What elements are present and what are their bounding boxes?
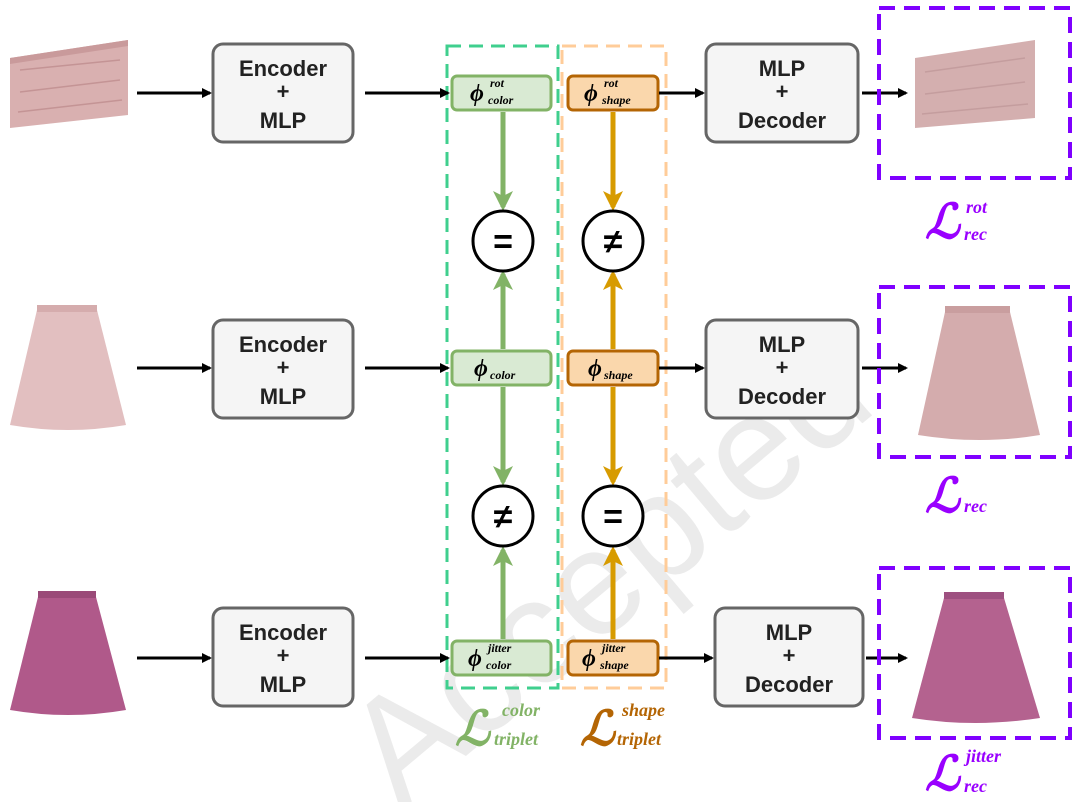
svg-text:ℒ: ℒ: [925, 196, 962, 249]
loss-box-original: [877, 285, 1072, 459]
color-feature-group-border: [445, 44, 560, 690]
svg-text:ℒ: ℒ: [455, 703, 492, 756]
svg-text:+: +: [277, 79, 290, 104]
svg-text:Encoder: Encoder: [239, 332, 327, 357]
svg-text:Encoder: Encoder: [239, 56, 327, 81]
svg-text:+: +: [783, 643, 796, 668]
svg-text:color: color: [502, 700, 541, 720]
svg-text:jitter: jitter: [963, 746, 1002, 766]
comparison-color-top: =: [471, 209, 535, 273]
svg-text:ϕ: ϕ: [468, 646, 482, 672]
comparison-shape-top: ≠: [581, 209, 645, 273]
svg-text:ℒ: ℒ: [580, 703, 617, 756]
loss-box-rot: [877, 6, 1072, 180]
encoder-block: Encoder + MLP: [211, 42, 355, 144]
svg-text:jitter: jitter: [600, 641, 626, 655]
svg-text:shape: shape: [621, 700, 665, 720]
encoder-block: Encoder + MLP: [211, 318, 355, 420]
svg-text:ϕ: ϕ: [582, 646, 596, 672]
svg-text:MLP: MLP: [759, 56, 805, 81]
svg-text:ℒ: ℒ: [925, 748, 962, 801]
svg-text:Decoder: Decoder: [738, 108, 826, 133]
svg-text:color: color: [490, 368, 516, 382]
svg-text:triplet: triplet: [617, 729, 662, 749]
svg-text:+: +: [776, 79, 789, 104]
color-feature-rot: ϕ rot color: [450, 74, 553, 112]
svg-text:rot: rot: [966, 197, 988, 217]
comparison-color-bottom: ≠: [471, 484, 535, 548]
svg-text:≠: ≠: [494, 498, 513, 536]
loss-rec-jitter: ℒ jitter rec: [925, 746, 1002, 801]
svg-text:ϕ: ϕ: [470, 81, 484, 107]
row-rot: Encoder + MLP ϕ rot color ϕ rot shape ML…: [10, 6, 1072, 249]
svg-text:shape: shape: [603, 368, 633, 382]
shape-feature-original: ϕ shape: [566, 349, 660, 387]
color-feature-jitter: ϕ jitter color: [450, 639, 553, 677]
svg-text:jitter: jitter: [486, 641, 512, 655]
svg-text:MLP: MLP: [759, 332, 805, 357]
svg-text:rec: rec: [964, 776, 987, 796]
output-skirt-rot-image: [915, 40, 1035, 128]
input-skirt-original-image: [10, 305, 126, 430]
decoder-block: MLP + Decoder: [704, 318, 860, 420]
svg-text:+: +: [277, 643, 290, 668]
svg-text:ϕ: ϕ: [474, 356, 488, 382]
color-feature-original: ϕ color: [450, 349, 553, 387]
svg-text:color: color: [486, 658, 512, 672]
svg-text:ϕ: ϕ: [584, 81, 598, 107]
svg-text:rec: rec: [964, 224, 987, 244]
loss-triplet-color: ℒ color triplet: [455, 700, 541, 756]
output-skirt-jitter-image: [912, 592, 1040, 723]
loss-triplet-shape: ℒ shape triplet: [580, 700, 665, 756]
svg-text:≠: ≠: [604, 223, 623, 261]
svg-text:Decoder: Decoder: [738, 384, 826, 409]
svg-text:shape: shape: [601, 93, 631, 107]
input-skirt-rot-image: [10, 40, 128, 128]
svg-text:triplet: triplet: [494, 729, 539, 749]
svg-text:MLP: MLP: [766, 620, 812, 645]
svg-text:ℒ: ℒ: [925, 470, 962, 523]
svg-text:color: color: [488, 93, 514, 107]
decoder-block: MLP + Decoder: [713, 606, 865, 708]
svg-text:=: =: [493, 223, 513, 261]
loss-rec-rot: ℒ rot rec: [925, 196, 988, 249]
svg-text:+: +: [277, 355, 290, 380]
svg-text:MLP: MLP: [260, 108, 306, 133]
output-skirt-original-image: [918, 306, 1040, 440]
comparison-shape-bottom: =: [581, 484, 645, 548]
svg-text:=: =: [603, 498, 623, 536]
svg-text:rec: rec: [964, 496, 987, 516]
svg-text:rot: rot: [490, 76, 505, 90]
svg-text:ϕ: ϕ: [588, 356, 602, 382]
loss-rec-original: ℒ rec: [925, 470, 987, 523]
svg-text:MLP: MLP: [260, 384, 306, 409]
svg-text:shape: shape: [599, 658, 629, 672]
svg-text:rot: rot: [604, 76, 619, 90]
loss-box-jitter: [877, 566, 1072, 740]
shape-feature-jitter: ϕ jitter shape: [566, 639, 660, 677]
encoder-block: Encoder + MLP: [211, 606, 355, 708]
svg-text:+: +: [776, 355, 789, 380]
svg-text:Decoder: Decoder: [745, 672, 833, 697]
decoder-block: MLP + Decoder: [704, 42, 860, 144]
svg-text:MLP: MLP: [260, 672, 306, 697]
shape-feature-rot: ϕ rot shape: [566, 74, 660, 112]
svg-text:Encoder: Encoder: [239, 620, 327, 645]
row-jitter: Encoder + MLP ϕ jitter color ϕ jitter sh…: [10, 566, 1072, 801]
row-original: Encoder + MLP ϕ color ϕ shape MLP + Deco…: [10, 285, 1072, 523]
input-skirt-jitter-image: [10, 591, 126, 715]
